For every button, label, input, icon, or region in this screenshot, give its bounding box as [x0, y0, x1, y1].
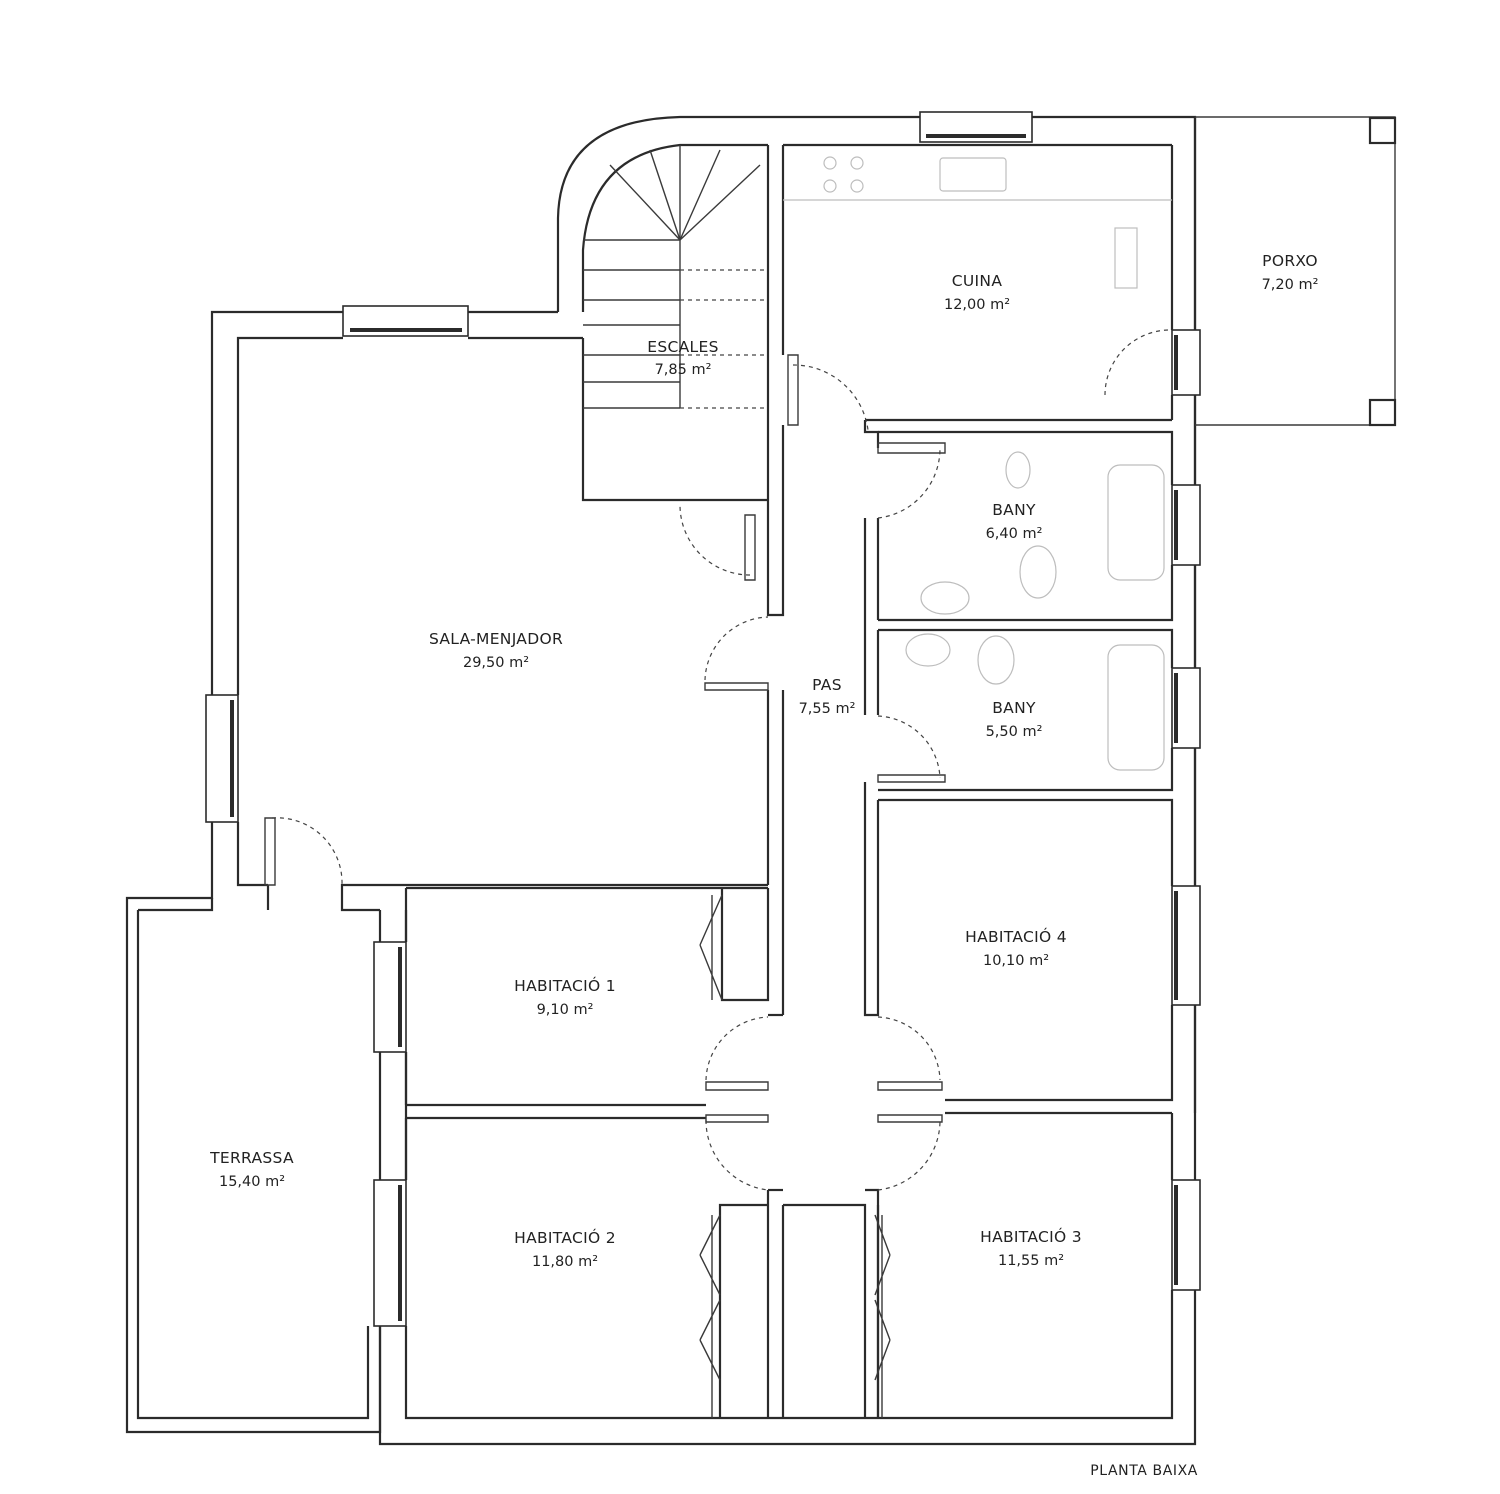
room-area-terrassa: 15,40 m² [219, 1174, 285, 1190]
room-area-bany-2: 5,50 m² [986, 724, 1043, 740]
stairs [583, 145, 768, 409]
bathtub [1107, 644, 1165, 771]
room-area-habitacio-4: 10,10 m² [983, 953, 1049, 969]
kitchen-counter [1114, 227, 1138, 289]
room-name-cuina: CUINA [952, 272, 1003, 290]
stove-burner [823, 156, 837, 170]
porch-column [1368, 116, 1397, 145]
toilet [1019, 545, 1057, 599]
room-area-porxo: 7,20 m² [1262, 277, 1319, 293]
door-swings [264, 329, 1171, 1191]
room-labels: PORXO 7,20 m² CUINA 12,00 m² ESCALES 7,8… [209, 252, 1318, 1479]
room-area-pas: 7,55 m² [799, 701, 856, 717]
room-area-cuina: 12,00 m² [944, 297, 1010, 313]
room-name-sala-menjador: SALA-MENJADOR [429, 630, 563, 648]
room-name-terrassa: TERRASSA [209, 1149, 294, 1167]
toilet [977, 635, 1015, 685]
room-area-habitacio-3: 11,55 m² [998, 1253, 1064, 1269]
room-name-pas: PAS [812, 676, 842, 694]
washbasin [905, 633, 951, 667]
room-name-bany-2: BANY [992, 699, 1036, 717]
interior-walls [404, 143, 1197, 1418]
outer-walls [125, 115, 1197, 1446]
windows [205, 111, 1201, 1327]
fixtures [783, 156, 1172, 771]
kitchen-sink [939, 157, 1007, 192]
porch-outline [1195, 116, 1397, 427]
washbasin [920, 581, 970, 615]
stove-burner [850, 179, 864, 193]
porch-column [1368, 398, 1397, 427]
room-area-escales: 7,85 m² [655, 362, 712, 378]
room-area-habitacio-1: 9,10 m² [537, 1002, 594, 1018]
bathtub [1107, 464, 1165, 581]
room-name-habitacio-1: HABITACIÓ 1 [514, 976, 616, 995]
room-name-habitacio-3: HABITACIÓ 3 [980, 1227, 1082, 1246]
room-name-escales: ESCALES [647, 338, 718, 356]
bidet [1005, 451, 1031, 489]
stove-burner [850, 156, 864, 170]
room-name-porxo: PORXO [1262, 252, 1318, 270]
stove-burner [823, 179, 837, 193]
room-area-bany-1: 6,40 m² [986, 526, 1043, 542]
room-name-habitacio-4: HABITACIÓ 4 [965, 927, 1067, 946]
room-name-habitacio-2: HABITACIÓ 2 [514, 1228, 616, 1247]
wardrobes [699, 894, 891, 1418]
plan-title: PLANTA BAIXA [1090, 1463, 1198, 1479]
room-area-sala-menjador: 29,50 m² [463, 655, 529, 671]
room-area-habitacio-2: 11,80 m² [532, 1254, 598, 1270]
room-name-bany-1: BANY [992, 501, 1036, 519]
